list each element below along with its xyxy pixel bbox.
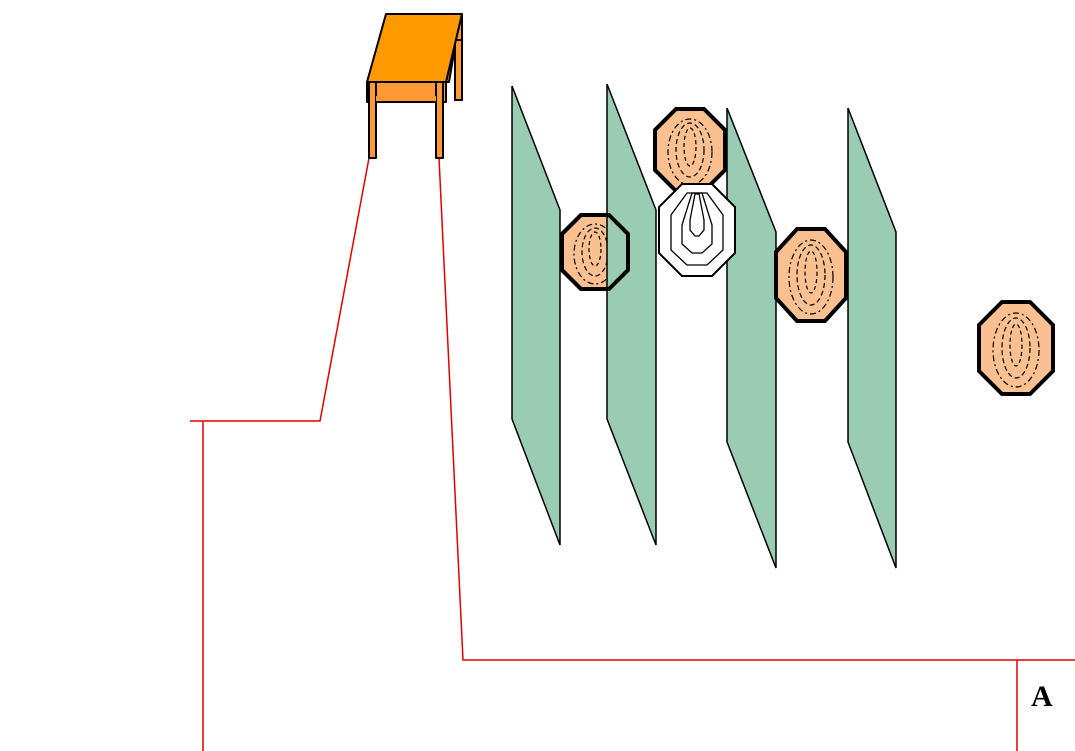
label-a: A <box>1031 680 1053 714</box>
table-front-right-leg <box>436 82 443 158</box>
panel-3 <box>727 108 776 568</box>
target-top <box>655 109 725 191</box>
left-connector-line <box>190 158 369 421</box>
target-far-right <box>979 302 1053 394</box>
table-mid-leg <box>376 96 436 101</box>
panel-1 <box>512 86 560 545</box>
table-icon <box>367 14 462 158</box>
panel-2 <box>607 84 656 545</box>
table-back-leg <box>455 40 462 100</box>
table-front-left-leg <box>369 82 376 158</box>
panel-4 <box>848 108 896 568</box>
target-white <box>659 184 735 276</box>
table-top <box>367 14 462 82</box>
target-right <box>776 229 846 321</box>
